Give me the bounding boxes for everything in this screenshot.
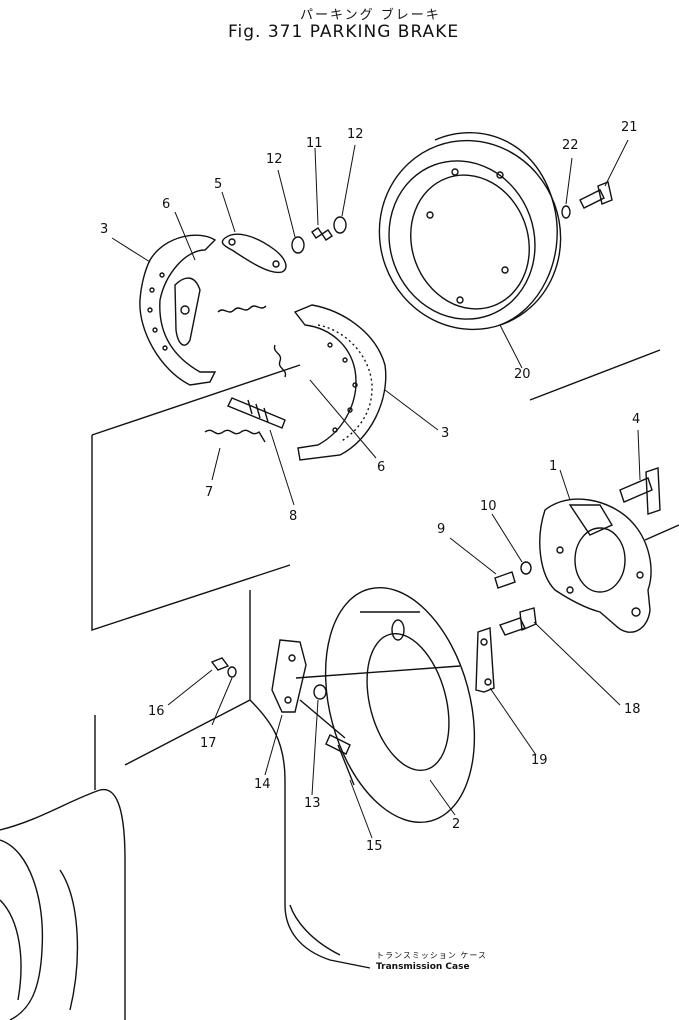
return-spring-upper: [217, 305, 267, 313]
backing-plate: [324, 586, 476, 824]
figure-title-jp: パーキング ブレーキ: [300, 8, 441, 23]
drum-bolt: [561, 181, 613, 219]
bracket: [475, 627, 495, 693]
transmission-case-label-jp: トランスミッション ケース: [376, 951, 487, 960]
callout-13: 13: [304, 796, 321, 811]
transmission-case-label: Transmission Case: [376, 962, 470, 972]
callout-11: 11: [306, 136, 323, 151]
anchor-plate: [539, 498, 652, 633]
callout-3-left: 3: [100, 222, 109, 237]
callout-6-lower: 6: [377, 460, 386, 475]
callout-3-right: 3: [441, 426, 450, 441]
shoe-link-plate: [221, 233, 287, 274]
callout-18: 18: [624, 702, 641, 717]
callout-12-left: 12: [266, 152, 283, 167]
adjuster-assembly: [227, 397, 286, 429]
shoe-spring: [204, 429, 266, 443]
brake-shoe-right: [293, 304, 387, 461]
callout-12-right: 12: [347, 127, 364, 142]
adjuster-spring-washers: [291, 216, 347, 254]
transmission-case: [0, 590, 371, 1020]
callout-17: 17: [200, 736, 217, 751]
anchor-pin: [619, 467, 661, 515]
callout-5: 5: [214, 177, 223, 192]
lever-bolt: [325, 734, 355, 786]
guide-lines: [91, 349, 679, 631]
nut-and-washer: [210, 657, 237, 678]
callout-2: 2: [452, 817, 461, 832]
callout-19: 19: [531, 753, 548, 768]
callout-4: 4: [632, 412, 641, 427]
callout-10: 10: [480, 499, 497, 514]
callout-15: 15: [366, 839, 383, 854]
brake-drum: [378, 132, 562, 331]
leader-lines: [111, 139, 641, 839]
callout-16: 16: [148, 704, 165, 719]
callout-6-upper: 6: [162, 197, 171, 212]
callout-21: 21: [621, 120, 638, 135]
callout-9: 9: [437, 522, 446, 537]
plate-bolt: [494, 561, 532, 589]
callout-8: 8: [289, 509, 298, 524]
lever-nut: [313, 684, 327, 700]
callout-7: 7: [205, 485, 214, 500]
brake-lever: [271, 639, 461, 739]
callout-14: 14: [254, 777, 271, 792]
figure-title: Fig. 371 PARKING BRAKE: [228, 22, 460, 42]
callout-22: 22: [562, 138, 579, 153]
callout-1: 1: [549, 459, 558, 474]
return-spring-lower: [273, 344, 287, 378]
bracket-bolt: [499, 607, 537, 636]
brake-shoe-left: [139, 234, 217, 386]
callout-20: 20: [514, 367, 531, 382]
